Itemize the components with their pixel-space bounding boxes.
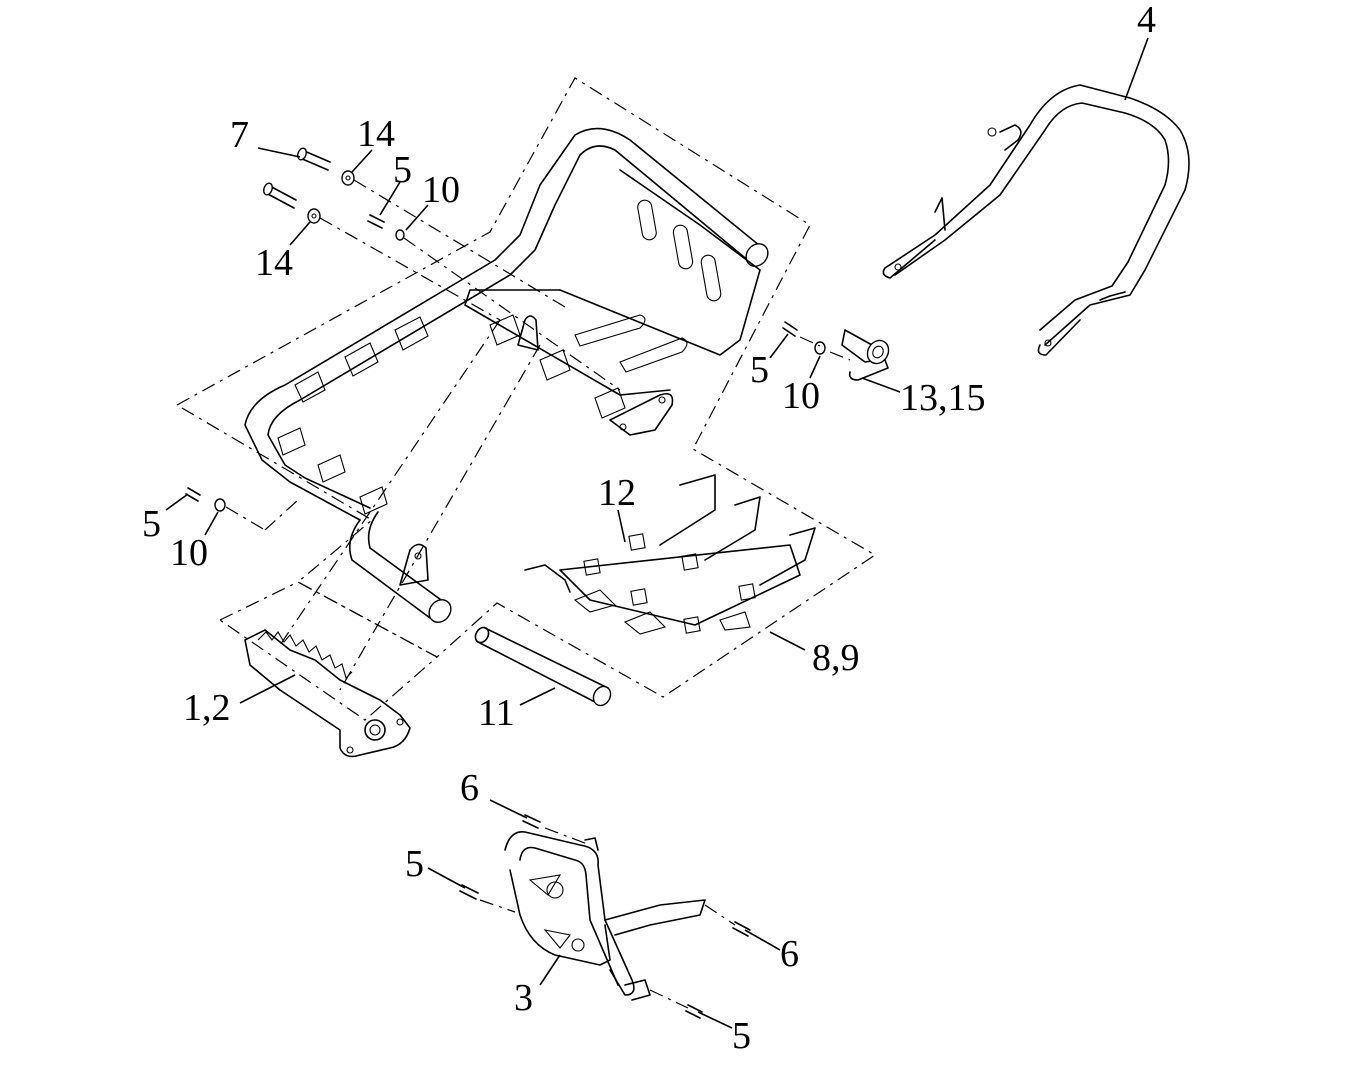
callout-14-lower: 14 xyxy=(255,242,293,284)
tube-part xyxy=(474,626,612,707)
callout-labels: 4 7 14 5 10 14 5 10 13,15 5 10 12 8,9 1,… xyxy=(142,0,1156,1057)
rear-bumper-part xyxy=(882,84,1190,356)
callout-8-9: 8,9 xyxy=(812,637,860,679)
callout-11: 11 xyxy=(478,692,515,734)
callout-7: 7 xyxy=(230,114,249,156)
callout-5-right: 5 xyxy=(750,349,769,391)
callout-5-guard-left: 5 xyxy=(405,843,424,885)
mesh-plate-part xyxy=(524,474,816,635)
callout-5-top: 5 xyxy=(393,149,412,191)
leader-lines xyxy=(165,37,1149,1029)
callout-10-right: 10 xyxy=(782,375,820,417)
callout-10-left: 10 xyxy=(170,532,208,574)
callout-10-top: 10 xyxy=(422,169,460,211)
callout-14-top: 14 xyxy=(357,113,395,155)
assembly-boundary-step xyxy=(219,581,439,721)
callout-5-bottom: 5 xyxy=(732,1015,751,1057)
callout-12: 12 xyxy=(598,472,636,514)
callout-4: 4 xyxy=(1137,0,1156,41)
callout-6-top: 6 xyxy=(460,767,479,809)
callout-6-right: 6 xyxy=(780,933,799,975)
callout-1-2: 1,2 xyxy=(183,687,231,729)
callout-13-15: 13,15 xyxy=(900,377,986,419)
footrest-part xyxy=(244,629,411,758)
fasteners xyxy=(185,147,826,1019)
callout-5-left: 5 xyxy=(142,503,161,545)
alignment-lines xyxy=(225,179,851,1009)
front-guard-part xyxy=(504,831,706,1001)
assembly-boundary-main xyxy=(176,77,877,698)
sleeve-bracket-part xyxy=(841,329,890,381)
callout-3: 3 xyxy=(514,977,533,1019)
main-frame-part xyxy=(244,127,769,623)
